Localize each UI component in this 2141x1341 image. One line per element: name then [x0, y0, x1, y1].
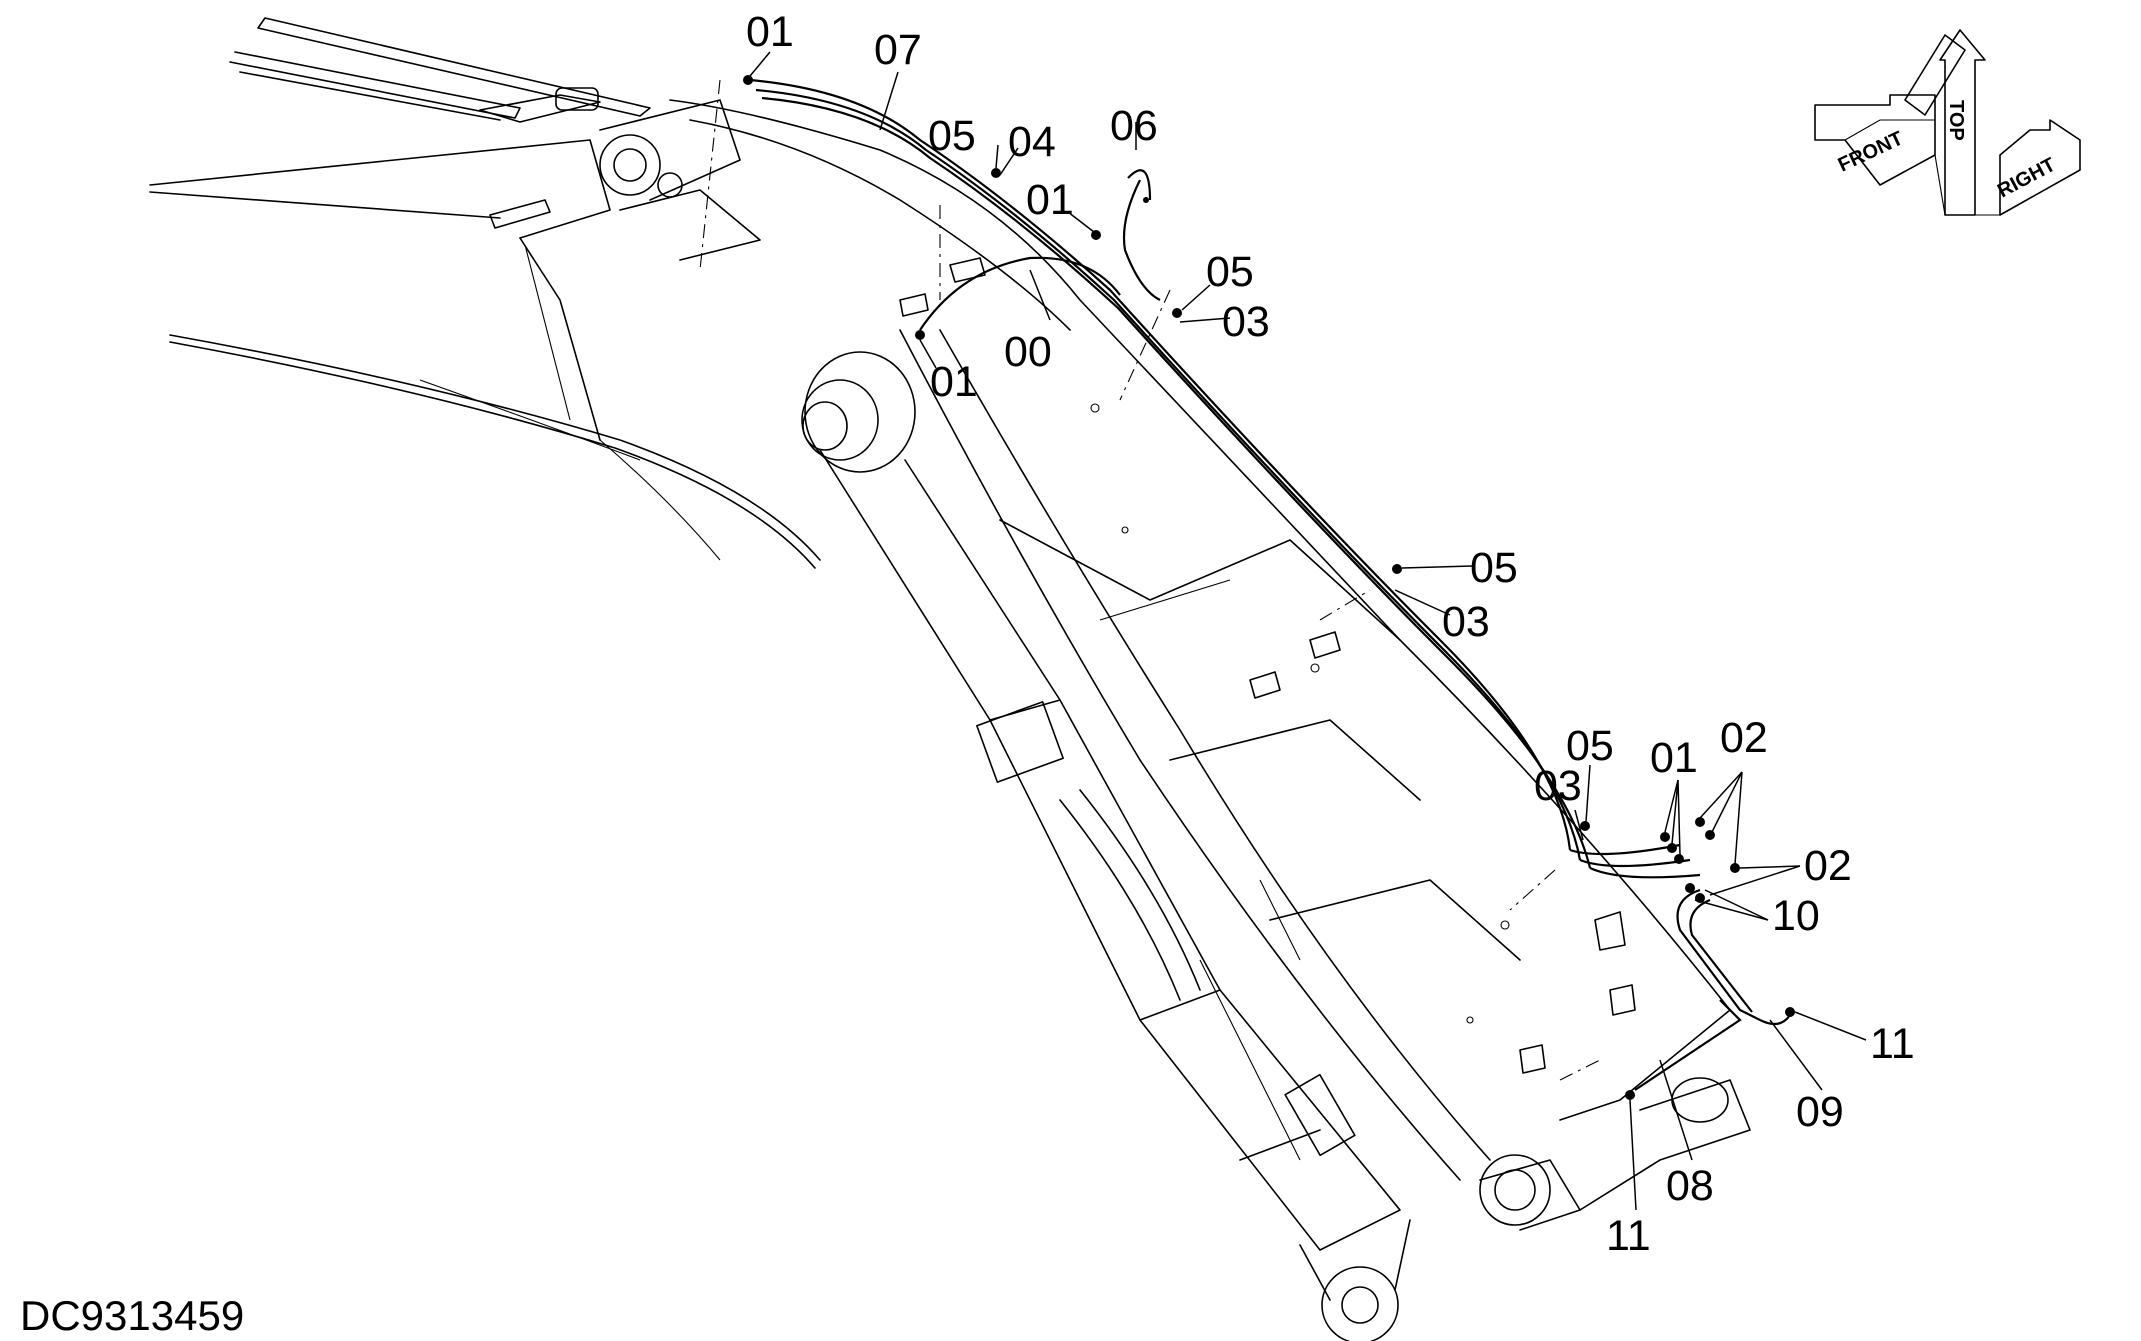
fitting — [915, 330, 925, 340]
callout-08: 08 — [1666, 1162, 1714, 1210]
callout-labels: 01 07 05 04 06 01 05 03 00 01 05 03 05 0… — [746, 8, 1915, 1260]
fitting — [1705, 830, 1715, 840]
callout-11: 11 — [1606, 1212, 1651, 1260]
callout-03: 03 — [1222, 298, 1270, 346]
top-label: TOP — [1945, 100, 1967, 141]
callout-07: 07 — [874, 26, 922, 74]
callout-11: 11 — [1870, 1020, 1915, 1068]
fitting — [991, 168, 1001, 178]
fitting — [1667, 843, 1677, 853]
callout-10: 10 — [1772, 892, 1820, 940]
fitting — [1695, 817, 1705, 827]
callout-06: 06 — [1110, 102, 1158, 150]
hose-lines — [749, 78, 1791, 1091]
fitting — [1730, 863, 1740, 873]
callout-09: 09 — [1796, 1088, 1844, 1136]
callout-05: 05 — [1470, 544, 1518, 592]
arm-tip — [1479, 1077, 1751, 1231]
callout-00: 00 — [1004, 328, 1052, 376]
fitting — [743, 75, 753, 85]
right-label: RIGHT — [1994, 154, 2059, 203]
callout-03: 03 — [1534, 762, 1582, 810]
callout-02: 02 — [1720, 714, 1768, 762]
fitting — [1674, 854, 1684, 864]
callout-05: 05 — [928, 112, 976, 160]
leader-lines — [749, 51, 1867, 1211]
fitting — [1660, 832, 1670, 842]
fitting — [1143, 197, 1149, 203]
fitting — [1685, 883, 1695, 893]
bucket-cylinder — [801, 351, 1411, 1341]
callout-01: 01 — [930, 358, 978, 406]
orientation-indicator: FRONT TOP RIGHT — [1814, 29, 2081, 216]
fitting — [1580, 821, 1590, 831]
callout-01: 01 — [1026, 176, 1074, 224]
drawing-number: DC9313459 — [20, 1292, 245, 1339]
fitting — [1785, 1007, 1795, 1017]
callout-02: 02 — [1804, 842, 1852, 890]
fitting — [1625, 1090, 1635, 1100]
callout-04: 04 — [1008, 118, 1056, 166]
callout-05: 05 — [1206, 248, 1254, 296]
arm-body — [599, 79, 1731, 1181]
boom-body — [149, 17, 821, 569]
fitting — [1392, 564, 1402, 574]
callout-01: 01 — [746, 8, 794, 56]
fittings — [743, 75, 1795, 1100]
callout-01: 01 — [1650, 734, 1698, 782]
callout-03: 03 — [1442, 598, 1490, 646]
fitting — [1172, 308, 1182, 318]
front-label: FRONT — [1835, 127, 1907, 176]
callout-05: 05 — [1566, 722, 1614, 770]
